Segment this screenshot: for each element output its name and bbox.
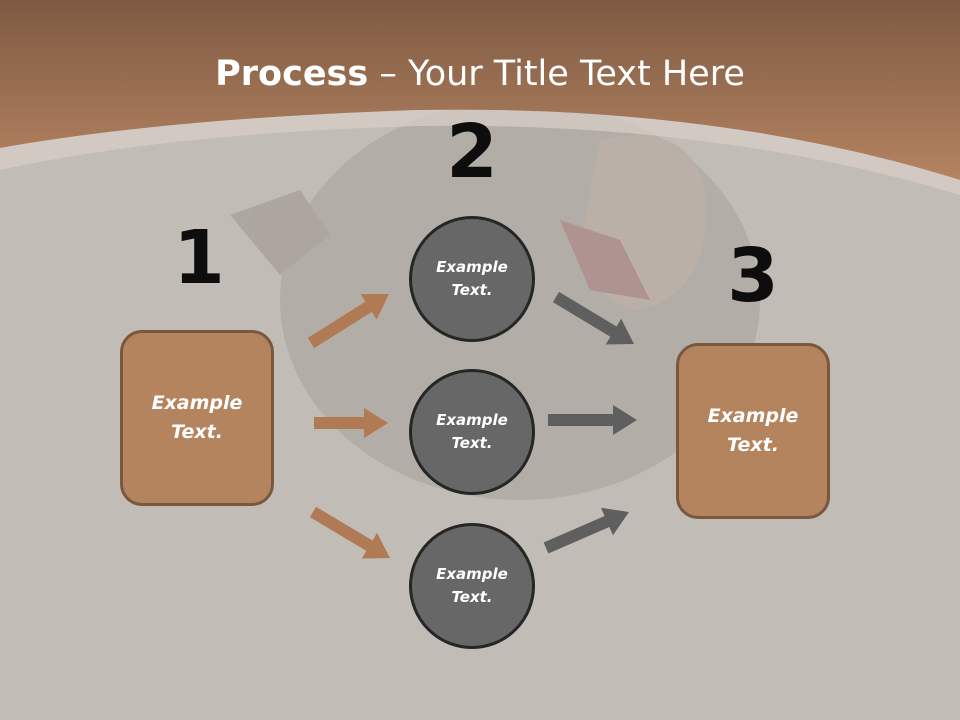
middle-circle-bottom: Example Text.	[409, 523, 535, 649]
header-swoosh	[0, 109, 960, 195]
circle-center-text: Example Text.	[436, 411, 508, 452]
arrow-from-top-circle	[552, 291, 634, 345]
step-number-3: 3	[727, 233, 779, 319]
arrow-to-top-circle	[307, 294, 389, 349]
left-step-box: Example Text.	[120, 330, 274, 506]
right-step-text: Example Text.	[707, 405, 799, 456]
middle-circle-top: Example Text.	[409, 216, 535, 342]
step-number-1: 1	[173, 215, 225, 301]
slide-title: Process – Your Title Text Here	[0, 52, 960, 96]
arrow-to-center-circle	[314, 408, 388, 438]
step-number-2: 2	[446, 109, 498, 195]
circle-top-text: Example Text.	[436, 258, 508, 299]
arrow-from-bottom-circle	[543, 507, 629, 554]
title-rest: – Your Title Text Here	[368, 54, 745, 94]
arrow-from-center-circle	[548, 405, 637, 435]
middle-circle-center: Example Text.	[409, 369, 535, 495]
arrow-to-bottom-circle	[309, 506, 390, 559]
title-bold: Process	[215, 54, 369, 94]
right-step-box: Example Text.	[676, 343, 830, 519]
header-band	[0, 0, 960, 180]
circle-bottom-text: Example Text.	[436, 565, 508, 606]
left-step-text: Example Text.	[151, 392, 243, 443]
